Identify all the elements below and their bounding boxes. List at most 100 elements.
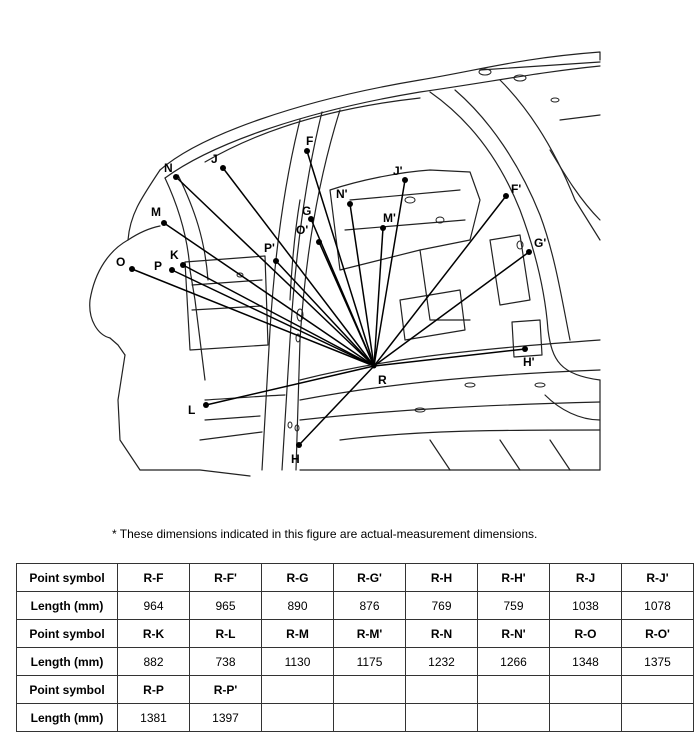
point-symbol-cell: R-G bbox=[261, 563, 334, 592]
length-cell: 1348 bbox=[549, 647, 622, 676]
point-symbol-cell: R-G' bbox=[333, 563, 406, 592]
length-cell bbox=[261, 703, 334, 732]
length-header: Length (mm) bbox=[16, 591, 118, 620]
point-G-label: G bbox=[302, 204, 311, 218]
length-cell: 965 bbox=[189, 591, 262, 620]
point-symbol-cell: R-P' bbox=[189, 675, 262, 704]
length-cell: 882 bbox=[117, 647, 190, 676]
point-labels: F F' G G' H H' J J' K L M M' N N' O O' P… bbox=[116, 134, 546, 466]
point-symbol-cell: R-K bbox=[117, 619, 190, 648]
point-P-marker bbox=[169, 267, 175, 273]
length-cell: 1078 bbox=[621, 591, 694, 620]
point-symbol-cell bbox=[549, 675, 622, 704]
point-Fp-label: F' bbox=[511, 182, 521, 196]
point-M-label: M bbox=[151, 205, 161, 219]
point-N-label: N bbox=[164, 161, 173, 175]
car-body-outline bbox=[89, 51, 601, 477]
point-symbol-cell bbox=[333, 675, 406, 704]
point-Np-marker bbox=[347, 201, 353, 207]
point-symbol-header: Point symbol bbox=[16, 619, 118, 648]
point-Gp-marker bbox=[526, 249, 532, 255]
point-markers bbox=[129, 148, 532, 448]
point-symbol-cell: R-N bbox=[405, 619, 478, 648]
point-Op-label: O' bbox=[296, 223, 308, 237]
point-symbol-header: Point symbol bbox=[16, 563, 118, 592]
point-symbol-cell: R-O bbox=[549, 619, 622, 648]
point-symbol-cell: R-H' bbox=[477, 563, 550, 592]
point-Op-marker bbox=[316, 239, 322, 245]
length-cell bbox=[405, 703, 478, 732]
point-J-marker bbox=[220, 165, 226, 171]
length-cell: 1266 bbox=[477, 647, 550, 676]
point-O-label: O bbox=[116, 255, 125, 269]
point-M-marker bbox=[161, 220, 167, 226]
point-H-label: H bbox=[291, 452, 300, 466]
point-R-marker bbox=[371, 363, 377, 369]
point-Np-label: N' bbox=[336, 187, 348, 201]
point-Pp-label: P' bbox=[264, 241, 275, 255]
length-cell bbox=[621, 703, 694, 732]
length-cell: 1381 bbox=[117, 703, 190, 732]
point-F-label: F bbox=[306, 134, 313, 148]
length-cell: 1175 bbox=[333, 647, 406, 676]
point-symbol-cell: R-F bbox=[117, 563, 190, 592]
point-symbol-cell: R-M' bbox=[333, 619, 406, 648]
length-header: Length (mm) bbox=[16, 703, 118, 732]
point-L-label: L bbox=[188, 403, 195, 417]
point-O-marker bbox=[129, 266, 135, 272]
point-symbol-cell: R-J' bbox=[621, 563, 694, 592]
point-Hp-marker bbox=[522, 346, 528, 352]
point-Gp-label: G' bbox=[534, 236, 546, 250]
point-Pp-marker bbox=[273, 258, 279, 264]
point-Hp-label: H' bbox=[523, 355, 535, 369]
point-symbol-cell: R-L bbox=[189, 619, 262, 648]
point-Fp-marker bbox=[503, 193, 509, 199]
point-symbol-cell: R-F' bbox=[189, 563, 262, 592]
car-body-holes bbox=[236, 68, 560, 432]
length-cell: 1375 bbox=[621, 647, 694, 676]
length-cell bbox=[549, 703, 622, 732]
length-cell: 759 bbox=[477, 591, 550, 620]
point-J-label: J bbox=[211, 152, 218, 166]
length-cell: 1038 bbox=[549, 591, 622, 620]
length-cell: 890 bbox=[261, 591, 334, 620]
point-Jp-label: J' bbox=[393, 164, 403, 178]
length-cell: 964 bbox=[117, 591, 190, 620]
point-R-label: R bbox=[378, 373, 387, 387]
body-measurement-diagram: F F' G G' H H' J J' K L M M' N N' O O' P… bbox=[89, 51, 601, 477]
point-Mp-marker bbox=[380, 225, 386, 231]
point-K-label: K bbox=[170, 248, 179, 262]
length-cell: 1232 bbox=[405, 647, 478, 676]
point-Mp-label: M' bbox=[383, 211, 396, 225]
point-N-marker bbox=[173, 174, 179, 180]
point-symbol-cell bbox=[621, 675, 694, 704]
point-symbol-cell: R-H bbox=[405, 563, 478, 592]
point-symbol-cell bbox=[261, 675, 334, 704]
length-header: Length (mm) bbox=[16, 647, 118, 676]
length-cell: 738 bbox=[189, 647, 262, 676]
length-cell: 1397 bbox=[189, 703, 262, 732]
point-symbol-cell: R-J bbox=[549, 563, 622, 592]
measurement-note: * These dimensions indicated in this fig… bbox=[112, 527, 538, 541]
length-cell: 876 bbox=[333, 591, 406, 620]
point-symbol-cell: R-N' bbox=[477, 619, 550, 648]
point-symbol-cell: R-O' bbox=[621, 619, 694, 648]
point-P-label: P bbox=[154, 259, 162, 273]
point-F-marker bbox=[304, 148, 310, 154]
length-cell: 769 bbox=[405, 591, 478, 620]
point-symbol-cell: R-P bbox=[117, 675, 190, 704]
point-symbol-header: Point symbol bbox=[16, 675, 118, 704]
point-symbol-cell: R-M bbox=[261, 619, 334, 648]
measurement-lines bbox=[131, 150, 530, 446]
point-Jp-marker bbox=[402, 177, 408, 183]
point-H-marker bbox=[296, 442, 302, 448]
point-G-marker bbox=[308, 216, 314, 222]
